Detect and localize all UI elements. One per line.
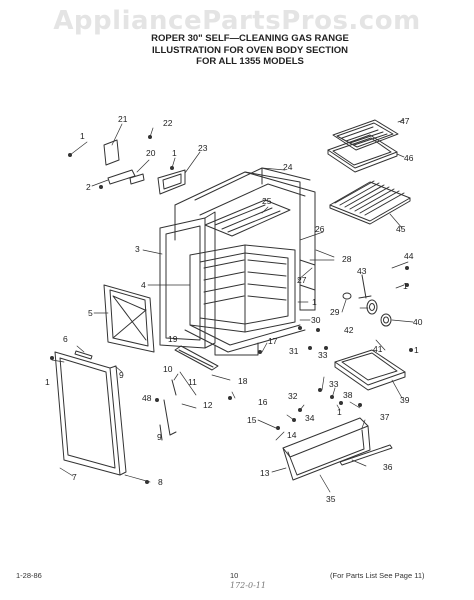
drawer-front-panel bbox=[282, 417, 371, 481]
callout-46: 46 bbox=[404, 153, 414, 163]
callout-16: 16 bbox=[258, 397, 268, 407]
callout-37: 37 bbox=[380, 412, 390, 422]
side-cover-panel bbox=[103, 284, 155, 353]
callout-26: 26 bbox=[315, 224, 325, 234]
vent-panel bbox=[204, 199, 291, 237]
callout-8: 8 bbox=[158, 477, 163, 487]
title-line-2: ILLUSTRATION FOR OVEN BODY SECTION bbox=[152, 44, 348, 56]
ring-40 bbox=[380, 313, 392, 327]
ring-40-inner bbox=[383, 316, 389, 324]
callout-21: 21 bbox=[118, 114, 128, 124]
callout-13: 13 bbox=[260, 468, 270, 478]
part-43 bbox=[358, 274, 372, 299]
broiler-drawer bbox=[334, 349, 406, 391]
watermark: AppliancePartsPros.com bbox=[53, 6, 421, 36]
callout-labels: 1 21 22 20 1 23 2 24 25 26 3 4 5 1 30 27… bbox=[45, 114, 423, 504]
drawer-rod bbox=[339, 444, 393, 466]
callout-1: 1 bbox=[172, 148, 177, 158]
callout-10: 10 bbox=[163, 364, 173, 374]
callout-1: 1 bbox=[414, 345, 419, 355]
callout-19: 19 bbox=[168, 334, 178, 344]
callout-1: 1 bbox=[337, 407, 342, 417]
callout-29: 29 bbox=[330, 307, 340, 317]
callout-3: 3 bbox=[135, 244, 140, 254]
title-line-1: ROPER 30" SELF—CLEANING GAS RANGE bbox=[151, 33, 349, 44]
leader-lines bbox=[51, 119, 414, 493]
callout-17: 17 bbox=[268, 336, 278, 346]
callout-11: 11 bbox=[188, 377, 197, 387]
callout-7: 7 bbox=[72, 472, 77, 482]
callout-32: 32 bbox=[288, 391, 298, 401]
oven-base bbox=[184, 324, 306, 356]
callout-41: 41 bbox=[373, 344, 383, 354]
callout-1: 1 bbox=[312, 297, 317, 307]
callout-12: 12 bbox=[203, 400, 213, 410]
callout-2: 2 bbox=[86, 182, 91, 192]
callout-14: 14 bbox=[287, 430, 297, 440]
title-line-3: FOR ALL 1355 MODELS bbox=[196, 56, 304, 67]
oven-liner bbox=[189, 244, 296, 333]
callout-4: 4 bbox=[141, 280, 146, 290]
broiler-grid bbox=[327, 134, 398, 173]
callout-40: 40 bbox=[413, 317, 423, 327]
clip-29 bbox=[342, 292, 352, 300]
burner-assembly bbox=[159, 345, 219, 441]
handwritten-note: 172-0-11 bbox=[230, 581, 266, 590]
callout-30: 30 bbox=[311, 315, 321, 325]
oven-rack bbox=[329, 180, 411, 225]
callout-48: 48 bbox=[142, 393, 152, 403]
callout-23: 23 bbox=[198, 143, 208, 153]
callout-35: 35 bbox=[326, 494, 336, 504]
callout-47: 47 bbox=[400, 116, 410, 126]
callout-9: 9 bbox=[119, 370, 124, 380]
callout-45: 45 bbox=[396, 224, 406, 234]
callout-38: 38 bbox=[343, 390, 353, 400]
callout-39: 39 bbox=[400, 395, 410, 405]
callout-44: 44 bbox=[404, 251, 414, 261]
callout-31: 31 bbox=[289, 346, 299, 356]
callout-34: 34 bbox=[305, 413, 315, 423]
footer-parts-list-note: (For Parts List See Page 11) bbox=[330, 571, 425, 580]
footer-page-number: 10 bbox=[230, 571, 239, 580]
door-gasket bbox=[74, 350, 93, 360]
callout-1: 1 bbox=[403, 281, 408, 291]
callout-22: 22 bbox=[163, 118, 173, 128]
callout-25: 25 bbox=[262, 196, 272, 206]
callout-6: 6 bbox=[63, 334, 68, 344]
oven-body bbox=[174, 167, 316, 311]
broiler-pan bbox=[332, 119, 399, 151]
callout-15: 15 bbox=[247, 415, 257, 425]
callout-24: 24 bbox=[283, 162, 293, 172]
callout-9: 9 bbox=[157, 432, 162, 442]
upper-brackets bbox=[103, 139, 186, 195]
callout-33: 33 bbox=[318, 350, 328, 360]
callout-20: 20 bbox=[146, 148, 156, 158]
callout-43: 43 bbox=[357, 266, 367, 276]
fasteners bbox=[50, 135, 413, 484]
callout-1: 1 bbox=[80, 131, 85, 141]
callout-27: 27 bbox=[297, 275, 307, 285]
oven-door bbox=[54, 351, 127, 476]
callout-5: 5 bbox=[88, 308, 93, 318]
callout-36: 36 bbox=[383, 462, 393, 472]
callout-28: 28 bbox=[342, 254, 352, 264]
callout-18: 18 bbox=[238, 376, 248, 386]
callout-33: 33 bbox=[329, 379, 339, 389]
diagram-title: ROPER 30" SELF—CLEANING GAS RANGE ILLUST… bbox=[120, 33, 380, 68]
callout-42: 42 bbox=[344, 325, 354, 335]
callout-1: 1 bbox=[45, 377, 50, 387]
footer-date: 1-28-86 bbox=[16, 571, 42, 580]
ring-42 bbox=[366, 299, 378, 315]
ring-42-inner bbox=[369, 303, 375, 311]
